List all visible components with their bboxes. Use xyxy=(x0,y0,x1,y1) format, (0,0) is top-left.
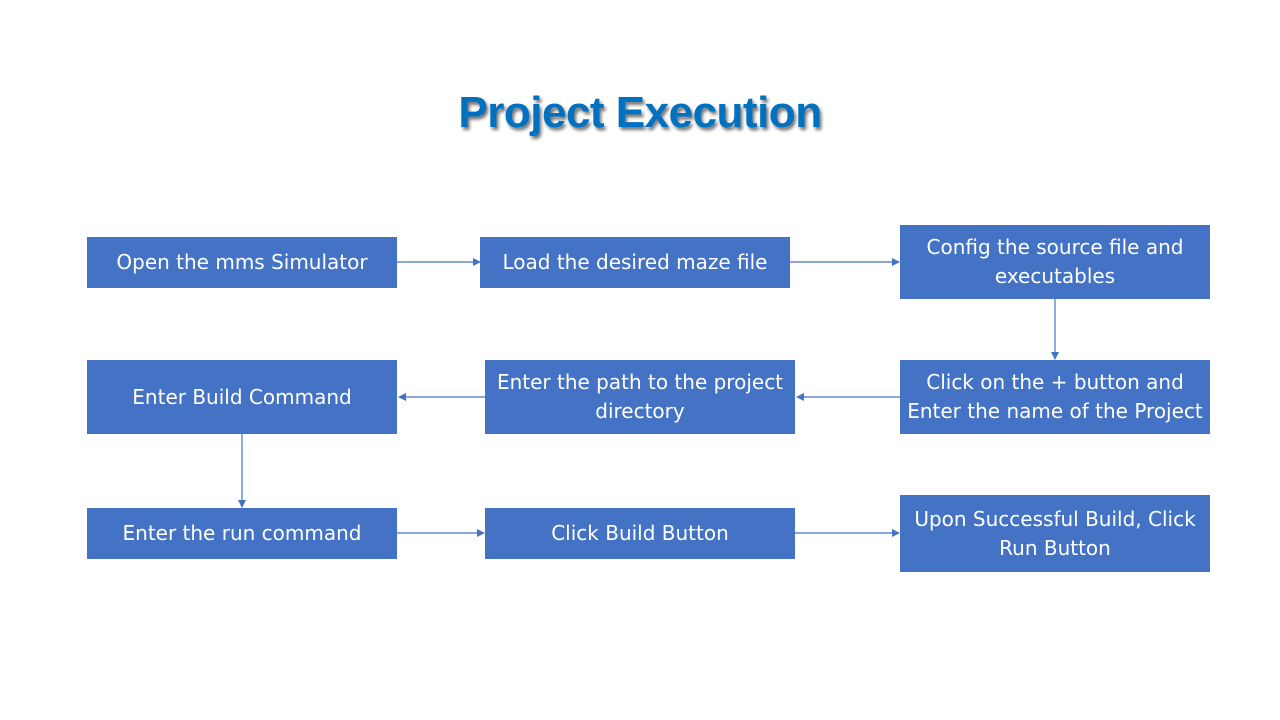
step-enter-run-command: Enter the run command xyxy=(87,508,397,559)
step-click-run: Upon Successful Build, Click Run Button xyxy=(900,495,1210,572)
step-config-source: Config the source file and executables xyxy=(900,225,1210,299)
step-click-plus: Click on the + button and Enter the name… xyxy=(900,360,1210,434)
step-open-simulator: Open the mms Simulator xyxy=(87,237,397,288)
step-click-build: Click Build Button xyxy=(485,508,795,559)
step-load-maze: Load the desired maze file xyxy=(480,237,790,288)
page-title: Project Execution xyxy=(458,88,822,137)
step-enter-build-command: Enter Build Command xyxy=(87,360,397,434)
step-enter-path: Enter the path to the project directory xyxy=(485,360,795,434)
